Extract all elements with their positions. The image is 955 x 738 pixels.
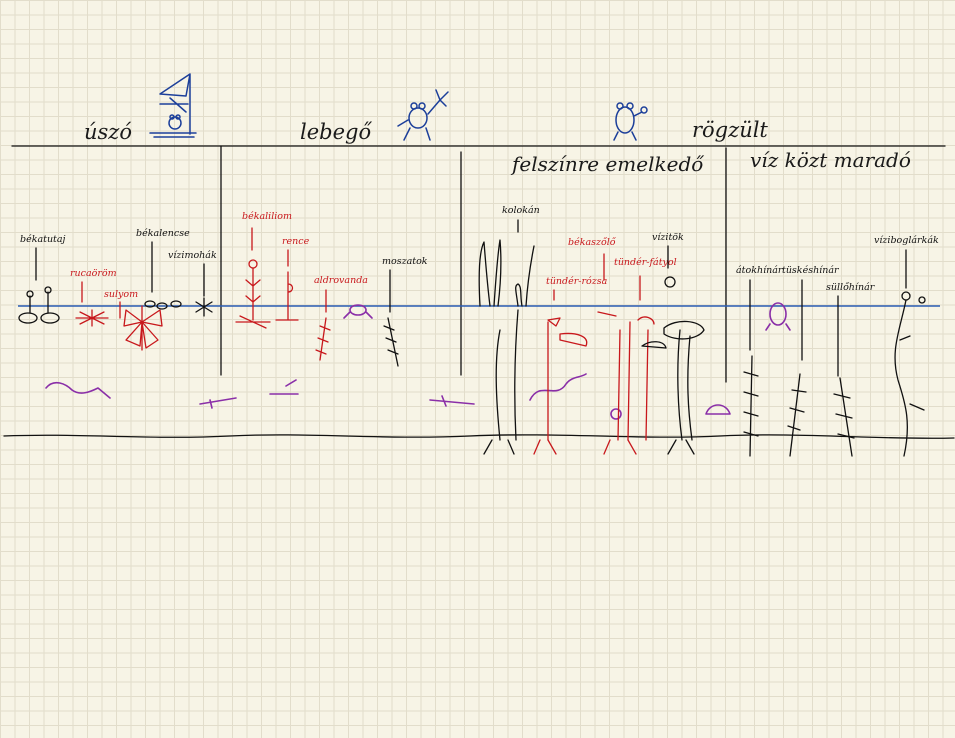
label-viziboglarkak: víziboglárkák: [874, 235, 939, 246]
tuskeshinar-plant: [787, 373, 807, 457]
atokor-plant: [743, 355, 759, 457]
label-bekaliliom: békaliliom: [242, 211, 292, 222]
label-kolokan: kolokán: [502, 205, 540, 216]
label-sullohinar: süllőhínár: [826, 282, 876, 293]
purple-fish-3: [429, 395, 475, 407]
frog-sitting-doodle: [613, 102, 648, 141]
aldrovanda-plant: [315, 317, 331, 361]
label-sulyom: sulyom: [104, 289, 138, 300]
frog-underwater-doodle: [765, 302, 791, 331]
heading-uszo: úszó: [84, 120, 132, 144]
subheading-felszinre-emelkedo: felszínre emelkedő: [510, 152, 704, 176]
sulyom-plant: [123, 305, 163, 351]
frog-holding-plant-doodle: [397, 89, 449, 141]
sullohinar-plant: [833, 377, 855, 457]
bekalencse-plants: [144, 300, 182, 310]
heading-lebego: lebegő: [300, 120, 372, 144]
purple-snail: [610, 408, 622, 420]
rucaorom-plant: [75, 309, 109, 327]
label-vizimohak: vízimohák: [168, 250, 217, 261]
subheading-vizkozt-marado: víz közt maradó: [750, 148, 911, 172]
purple-fish-2: [269, 379, 299, 395]
purple-turtle: [705, 404, 731, 415]
viziboglarkak-plant: [894, 291, 926, 457]
emerging-plants: [533, 311, 655, 455]
label-atokor: átokhínár: [736, 265, 784, 276]
rence-plant: [275, 271, 299, 321]
label-rucaorom: rucaöröm: [70, 268, 117, 279]
swimming-frog-doodle: [343, 304, 373, 319]
bekaliliom-plant: [235, 259, 271, 329]
lake-bottom-line: [3, 434, 955, 439]
vizitok-plant: [483, 276, 705, 455]
frog-boat-doodle: [149, 73, 197, 138]
label-bekalencse: békalencse: [136, 228, 190, 239]
kolokan-plant: [478, 239, 535, 307]
label-tunderfatyol: tündér-fátyol: [614, 257, 677, 268]
purple-worm-1: [45, 381, 111, 399]
bekatutaj-plant: [18, 286, 60, 324]
label-bekaszolo: békaszőlő: [568, 237, 617, 248]
label-moszatok: moszatok: [382, 256, 428, 267]
heading-rogzult: rögzült: [692, 118, 768, 142]
purple-fish-1: [199, 397, 237, 409]
vizimohak-plant: [195, 297, 213, 317]
label-tunderrozsa: tündér-rózsa: [546, 276, 608, 287]
purple-worm-2: [529, 373, 587, 401]
label-bekatutaj: békatutaj: [20, 234, 66, 245]
label-rencek: rence: [282, 236, 310, 247]
label-tuskeshinar: tüskéshínár: [782, 265, 840, 276]
label-aldrovanda: aldrovanda: [314, 275, 368, 286]
label-vizitok: vízitök: [652, 232, 684, 243]
moszatok-plant: [383, 317, 399, 367]
